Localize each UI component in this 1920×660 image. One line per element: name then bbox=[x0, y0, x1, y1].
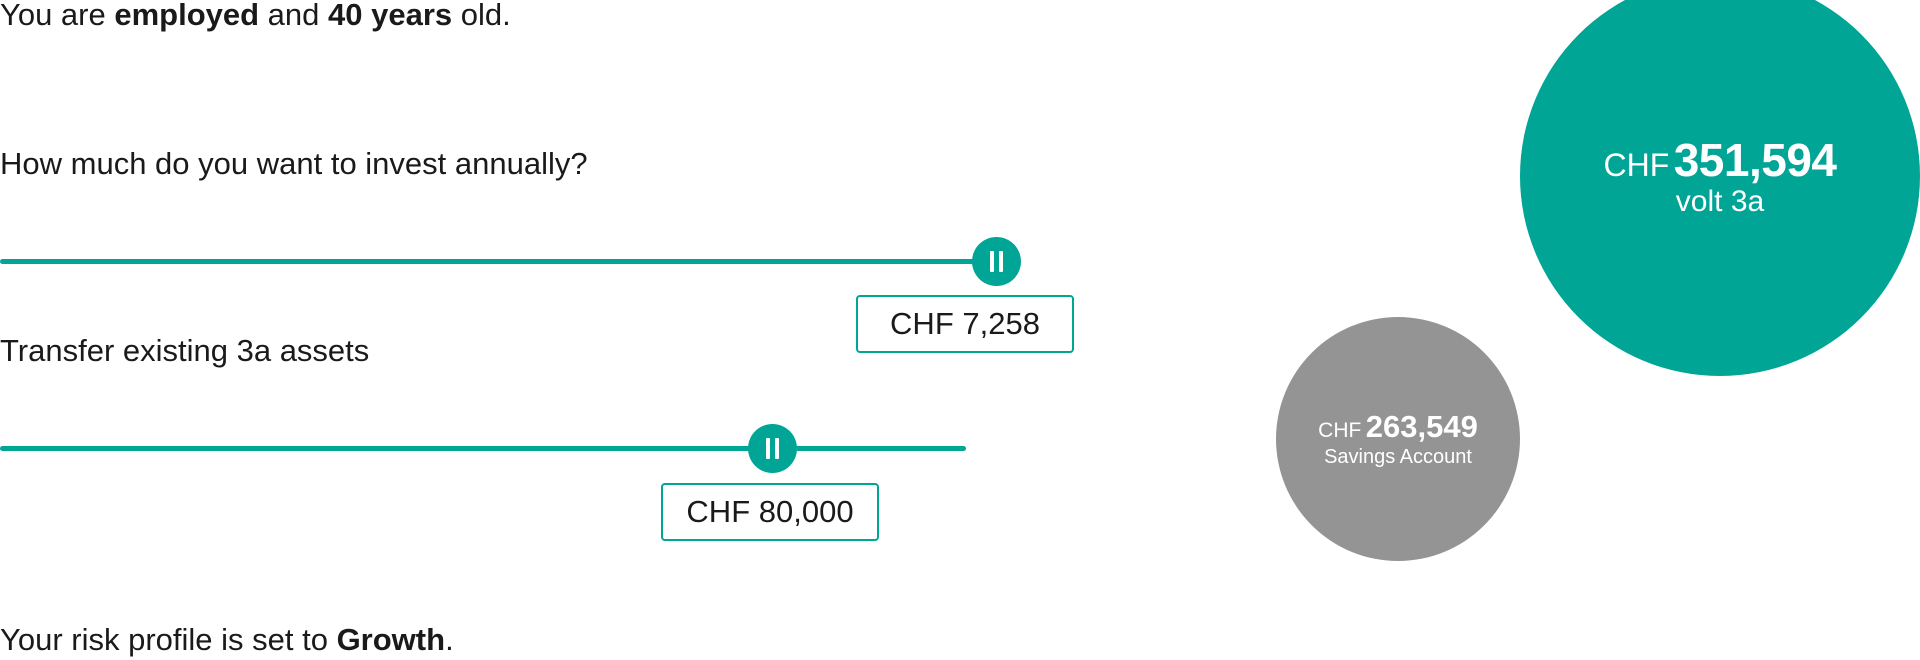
risk-profile-suffix: . bbox=[445, 622, 454, 657]
savings-currency: CHF bbox=[1318, 419, 1362, 442]
savings-amount-row: CHF 263,549 bbox=[1318, 409, 1478, 445]
transfer-assets-value-box[interactable]: CHF 80,000 bbox=[661, 483, 879, 541]
annual-investment-slider[interactable] bbox=[0, 236, 1021, 286]
age-value: 40 years bbox=[328, 0, 453, 32]
savings-label: Savings Account bbox=[1324, 446, 1472, 468]
transfer-assets-slider-thumb[interactable] bbox=[748, 424, 798, 473]
annual-investment-slider-thumb[interactable] bbox=[971, 237, 1021, 286]
transfer-assets-slider-track[interactable] bbox=[0, 446, 966, 451]
intro-middle: and bbox=[259, 0, 329, 32]
intro-prefix: You are bbox=[0, 0, 115, 32]
volt-amount-row: CHF 351,594 bbox=[1604, 133, 1837, 187]
savings-result-bubble: CHF 263,549 Savings Account bbox=[1276, 317, 1520, 561]
risk-profile-summary: Your risk profile is set to Growth. bbox=[0, 622, 454, 658]
volt-label: volt 3a bbox=[1675, 185, 1765, 218]
risk-profile-prefix: Your risk profile is set to bbox=[0, 622, 337, 657]
pause-grip-icon bbox=[766, 438, 771, 459]
pause-grip-icon bbox=[775, 438, 780, 459]
pause-grip-icon bbox=[989, 251, 994, 272]
risk-profile-value: Growth bbox=[336, 622, 446, 657]
volt-amount: 351,594 bbox=[1673, 134, 1837, 186]
pause-grip-icon bbox=[998, 251, 1003, 272]
annual-investment-value-box[interactable]: CHF 7,258 bbox=[856, 295, 1074, 353]
transfer-assets-question: Transfer existing 3a assets bbox=[0, 333, 370, 368]
transfer-assets-slider[interactable] bbox=[0, 423, 966, 473]
volt-result-bubble: CHF 351,594 volt 3a bbox=[1520, 0, 1920, 376]
volt-currency: CHF bbox=[1603, 147, 1670, 183]
profile-summary: You are employed and 40 years old. bbox=[0, 0, 511, 33]
employment-status: employed bbox=[114, 0, 260, 32]
savings-amount: 263,549 bbox=[1365, 409, 1478, 444]
annual-investment-question: How much do you want to invest annually? bbox=[0, 146, 588, 181]
intro-suffix: old. bbox=[452, 0, 511, 32]
annual-investment-slider-track[interactable] bbox=[0, 259, 996, 264]
